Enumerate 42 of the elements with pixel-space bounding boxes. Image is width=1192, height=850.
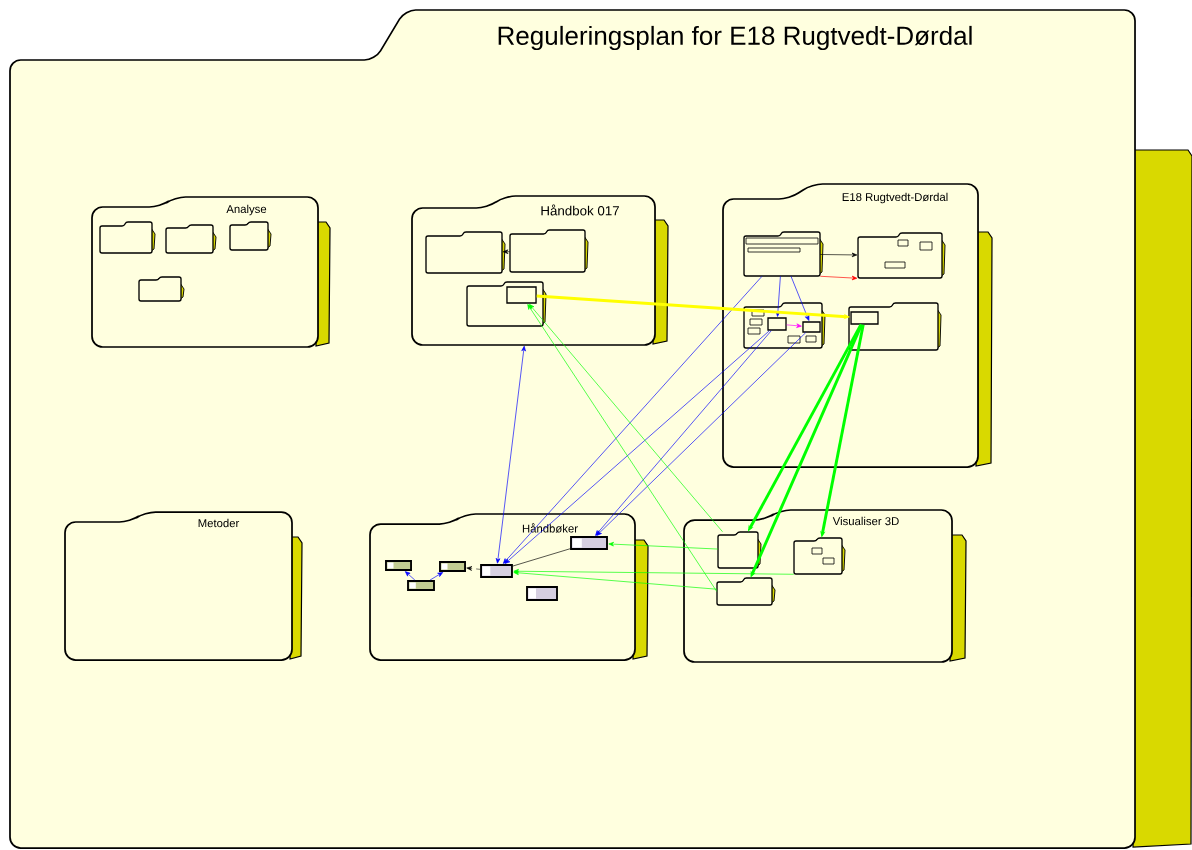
component-box	[570, 536, 608, 550]
package-folder: Metoder	[64, 511, 303, 661]
folder	[425, 231, 506, 274]
small-box	[802, 321, 821, 333]
folder	[138, 276, 185, 302]
folder	[857, 232, 946, 279]
title: Reguleringsplan for E18 Rugtvedt-Dørdal	[498, 25, 972, 51]
arrow	[429, 572, 443, 581]
arrow	[466, 566, 481, 571]
arrow	[504, 330, 770, 564]
arrow	[503, 275, 763, 564]
arrow	[513, 569, 795, 575]
folder	[165, 224, 217, 254]
arrow	[502, 249, 511, 254]
folder	[716, 577, 776, 606]
arrow	[608, 541, 719, 550]
component-box	[385, 560, 412, 571]
component-box	[480, 564, 513, 578]
arrow	[513, 570, 718, 590]
arrow	[775, 275, 781, 317]
arrow	[819, 252, 858, 258]
folder	[793, 537, 846, 575]
arrow	[819, 275, 858, 281]
arrow	[527, 304, 718, 592]
small-box	[506, 286, 537, 304]
arrow	[790, 275, 810, 321]
small-box	[767, 317, 787, 331]
folder	[99, 221, 156, 254]
arrow	[786, 323, 802, 328]
folder	[717, 531, 762, 569]
component-box	[439, 561, 466, 572]
arrow	[596, 332, 807, 536]
arrow	[405, 571, 416, 581]
component-box	[407, 580, 435, 591]
arrow	[529, 304, 723, 533]
folder	[229, 221, 272, 251]
arrow	[595, 330, 772, 536]
small-box	[850, 311, 879, 325]
folder	[743, 231, 824, 277]
arrow	[495, 345, 526, 564]
folder	[509, 229, 589, 273]
component-box	[526, 586, 558, 601]
